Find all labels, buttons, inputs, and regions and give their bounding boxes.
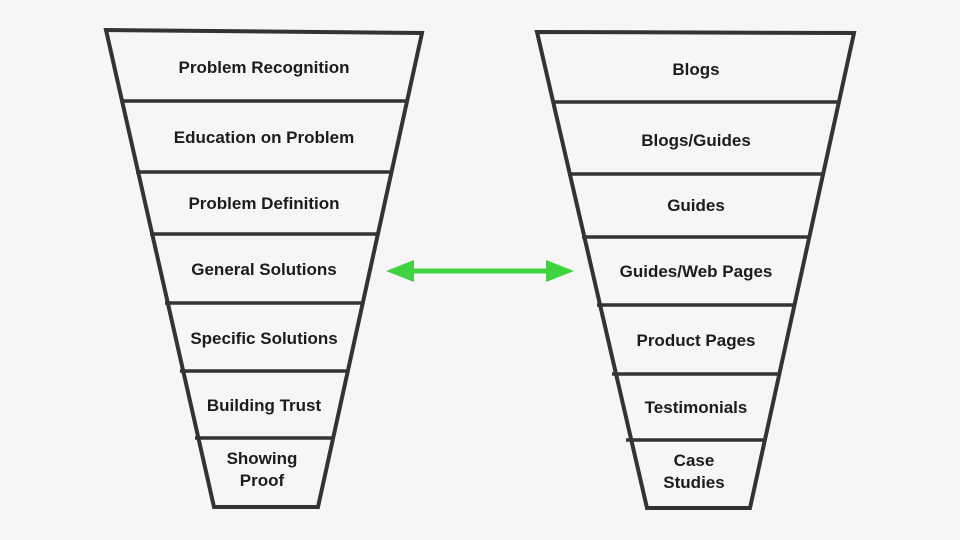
left-stage-label: Education on Problem [173,128,355,147]
double-arrow-connector [386,260,574,282]
right-stage-label: Case Studies [663,451,725,492]
right-stage-label: Blogs [672,60,720,79]
left-stage-label: Building Trust [206,396,322,415]
left-funnel-outline [103,27,425,509]
right-stage-label: Product Pages [636,331,756,350]
right-stage-label: Blogs/Guides [641,131,751,150]
left-stage-label: Problem Recognition [178,58,350,77]
right-stage-label: Testimonials [644,398,748,417]
right-funnel [534,29,857,510]
left-stage-label: Problem Definition [188,194,340,213]
arrow-head-right [546,260,574,282]
right-stage-label: Guides [667,196,725,215]
left-funnel [103,27,425,509]
right-stage-label: Guides/Web Pages [619,262,773,281]
left-stage-label: Specific Solutions [190,329,338,348]
arrow-head-left [386,260,414,282]
right-funnel-outline [534,29,857,510]
left-stage-label: Showing Proof [226,449,298,490]
left-stage-label: General Solutions [191,260,337,279]
